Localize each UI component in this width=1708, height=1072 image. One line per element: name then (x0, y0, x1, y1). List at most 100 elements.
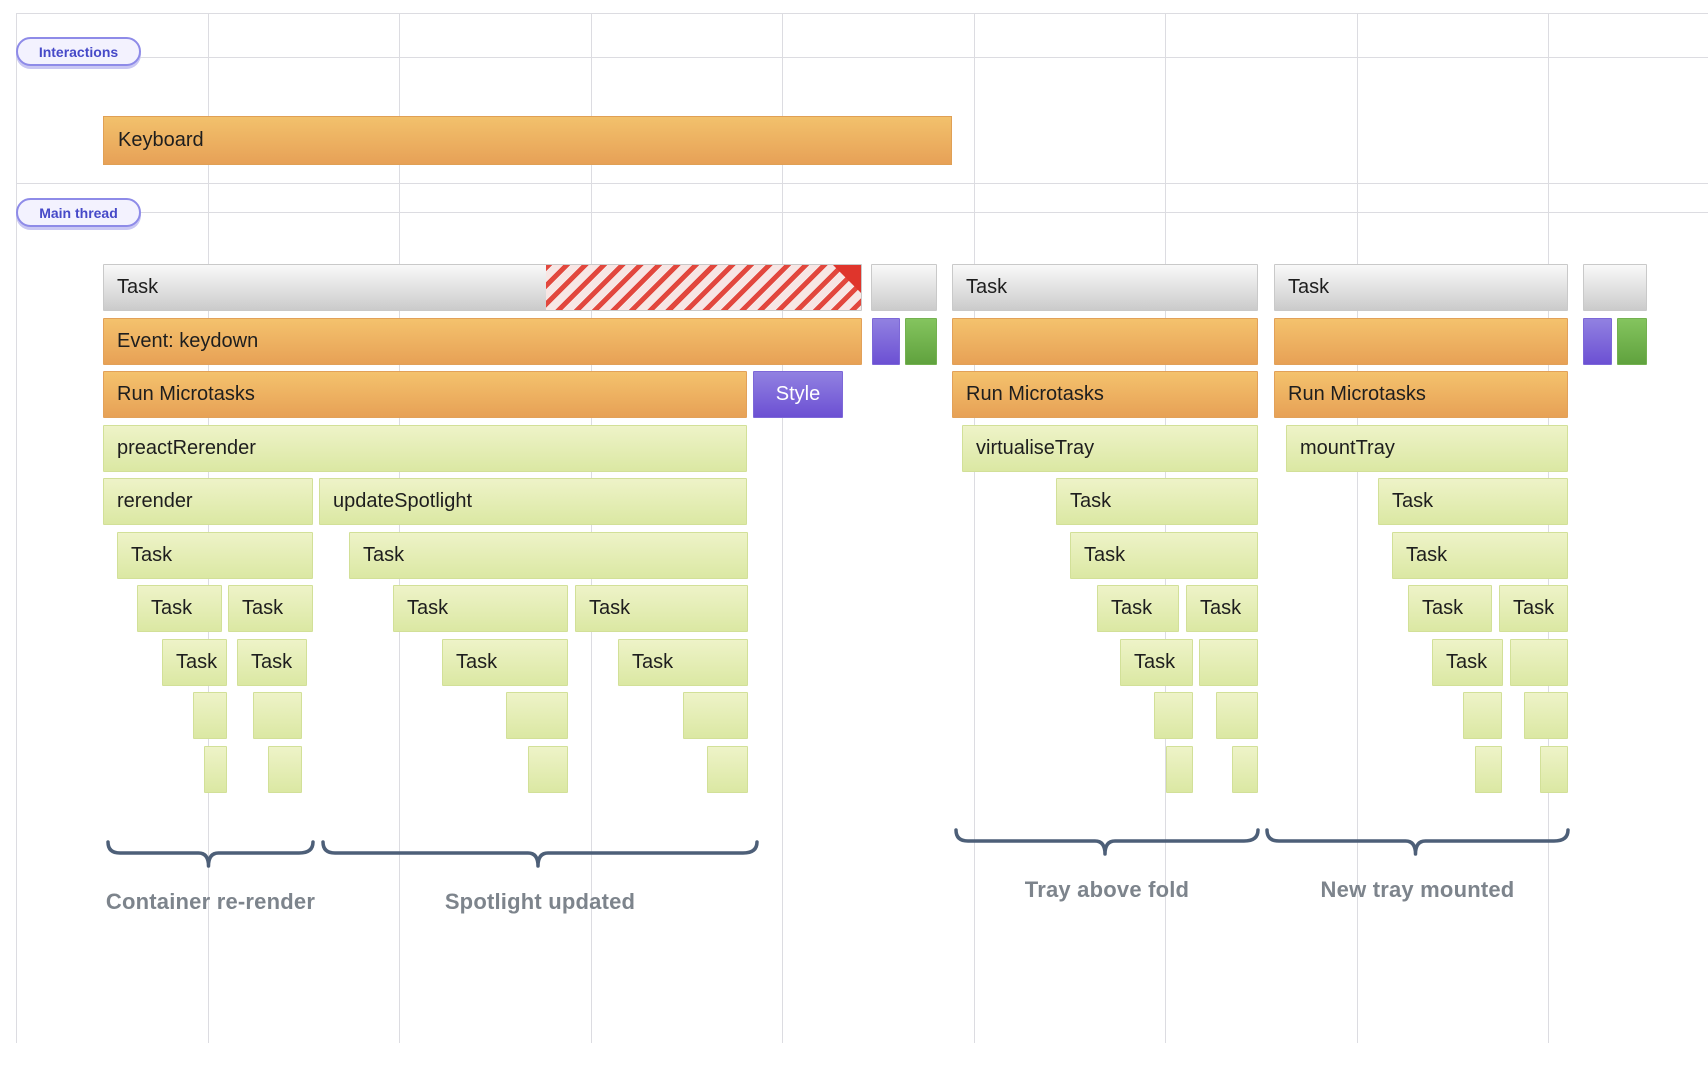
flame-bar-run-microtasks[interactable]: Run Microtasks (1274, 371, 1568, 418)
gridline-vertical (16, 13, 17, 1043)
flame-bar-block[interactable] (905, 318, 937, 365)
flame-bar-label: Run Microtasks (966, 383, 1104, 405)
flame-bar-task[interactable]: Task (1432, 639, 1503, 686)
flame-bar-block[interactable] (253, 692, 302, 739)
flame-bar-label: rerender (117, 490, 193, 512)
flame-bar-block[interactable] (1617, 318, 1647, 365)
flame-bar-task[interactable]: Task (228, 585, 313, 632)
brace-icon (1265, 828, 1570, 856)
flame-bar-label: Event: keydown (117, 330, 259, 352)
flame-bar-run-microtasks[interactable]: Run Microtasks (952, 371, 1258, 418)
flame-bar-block[interactable] (1463, 692, 1502, 739)
annotation-label: Container re-render (105, 889, 316, 914)
gridline-vertical (1357, 13, 1358, 1043)
flame-bar-label: Task (966, 276, 1008, 298)
gridline-vertical (591, 13, 592, 1043)
gridline-vertical (1165, 13, 1166, 1043)
flame-bar-label: Task (632, 651, 674, 673)
flame-bar-event-keydown[interactable]: Event: keydown (103, 318, 862, 365)
flame-bar-block[interactable] (1166, 746, 1193, 793)
brace-icon (106, 840, 315, 868)
flame-bar-block[interactable] (1154, 692, 1193, 739)
flame-bar-run-microtasks[interactable]: Run Microtasks (103, 371, 747, 418)
flame-bar-task[interactable]: Task (1499, 585, 1568, 632)
flame-bar-task[interactable]: Task (393, 585, 568, 632)
flame-bar-label: virtualiseTray (976, 437, 1095, 459)
flame-bar-mounttray[interactable]: mountTray (1286, 425, 1568, 472)
flame-bar-task[interactable]: Task (1186, 585, 1258, 632)
interactions-track-label: Interactions (38, 43, 119, 60)
flame-bar-label: Task (251, 651, 293, 673)
flame-bar-block[interactable] (952, 318, 1258, 365)
flame-bar-updatespotlight[interactable]: updateSpotlight (319, 478, 747, 525)
flame-bar-task[interactable]: Task (162, 639, 227, 686)
flame-bar-block[interactable] (1583, 318, 1612, 365)
flame-bar-block[interactable] (1232, 746, 1258, 793)
flame-bar-task[interactable]: Task (1120, 639, 1193, 686)
flame-bar-task[interactable]: Task (442, 639, 568, 686)
flame-bar-label: Run Microtasks (1288, 383, 1426, 405)
flame-bar-label: Run Microtasks (117, 383, 255, 405)
flame-bar-block[interactable] (506, 692, 568, 739)
flame-bar-block[interactable] (1510, 639, 1568, 686)
gridline-vertical (1548, 13, 1549, 1043)
flame-bar-block[interactable] (1583, 264, 1647, 311)
flame-bar-task[interactable]: Task (137, 585, 222, 632)
flame-bar-label: Task (1200, 597, 1242, 619)
flame-bar-block[interactable] (1199, 639, 1258, 686)
flame-bar-label: Task (589, 597, 631, 619)
flame-bar-label: Task (456, 651, 498, 673)
flame-bar-task[interactable]: Task (1408, 585, 1492, 632)
flame-bar-task[interactable]: Task (575, 585, 748, 632)
flame-bar-rerender[interactable]: rerender (103, 478, 313, 525)
flame-bar-block[interactable] (193, 692, 227, 739)
flame-bar-style[interactable]: Style (753, 371, 843, 418)
annotation-label: New tray mounted (1320, 877, 1515, 902)
flame-bar-label: Task (1406, 544, 1448, 566)
flame-bar-virtualisetray[interactable]: virtualiseTray (962, 425, 1258, 472)
flame-bar-block[interactable] (1524, 692, 1568, 739)
flame-bar-task[interactable]: Task (618, 639, 748, 686)
flame-bar-block[interactable] (707, 746, 748, 793)
gridline-vertical (399, 13, 400, 1043)
annotation-label: Tray above fold (1024, 877, 1190, 902)
main-thread-track-label: Main thread (39, 204, 118, 221)
flame-bar-label: Task (407, 597, 449, 619)
flame-bar-block[interactable] (1216, 692, 1258, 739)
flame-bar-task[interactable]: Task (1070, 532, 1258, 579)
brace-icon (954, 828, 1260, 856)
flame-bar-block[interactable] (872, 318, 900, 365)
flame-bar-block[interactable] (683, 692, 748, 739)
flame-bar-label: Task (117, 276, 159, 298)
flame-bar-label: Task (1513, 597, 1555, 619)
flame-bar-task[interactable]: Task (237, 639, 307, 686)
flame-bar-task[interactable]: Task (1056, 478, 1258, 525)
flame-bar-block[interactable] (1540, 746, 1568, 793)
gridline-vertical (974, 13, 975, 1043)
flame-bar-block[interactable] (528, 746, 568, 793)
flame-bar-block[interactable] (871, 264, 937, 311)
flame-bar-task[interactable]: Task (349, 532, 748, 579)
flame-bar-preactrerender[interactable]: preactRerender (103, 425, 747, 472)
flame-bar-block[interactable] (268, 746, 302, 793)
flame-bar-block[interactable] (204, 746, 227, 793)
flame-bar-task[interactable]: Task (1392, 532, 1568, 579)
interactions-track-pill[interactable]: Interactions (16, 37, 141, 66)
flame-bar-label: Task (1111, 597, 1153, 619)
flame-bar-task[interactable]: Task (1097, 585, 1179, 632)
flame-bar-task[interactable]: Task (1378, 478, 1568, 525)
flame-bar-task[interactable]: Task (117, 532, 313, 579)
flame-bar-task[interactable]: Task (103, 264, 862, 311)
flame-bar-label: Task (242, 597, 284, 619)
gridline-horizontal (16, 57, 1708, 58)
keyboard-interaction-bar[interactable]: Keyboard (103, 116, 952, 165)
annotation-label: Spotlight updated (444, 889, 636, 914)
flame-bar-label: Task (1446, 651, 1488, 673)
main-thread-track-pill[interactable]: Main thread (16, 198, 141, 227)
long-task-hatch (546, 265, 861, 310)
flame-bar-task[interactable]: Task (1274, 264, 1568, 311)
flame-bar-block[interactable] (1274, 318, 1568, 365)
flame-bar-label: Task (1288, 276, 1330, 298)
flame-bar-task[interactable]: Task (952, 264, 1258, 311)
flame-bar-block[interactable] (1475, 746, 1502, 793)
